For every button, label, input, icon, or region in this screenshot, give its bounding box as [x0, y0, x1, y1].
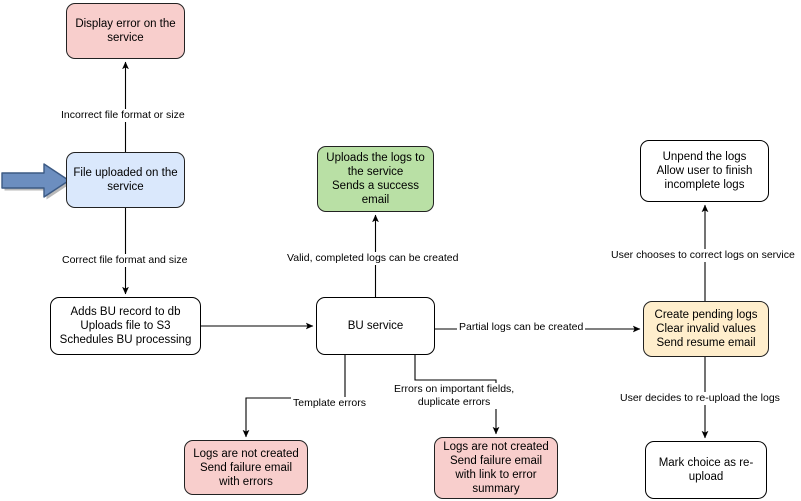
edge-label-incorrect-format: Incorrect file format or size	[59, 109, 187, 122]
edge-label-user-corrects: User chooses to correct logs on service	[609, 249, 797, 262]
edge-label-errors-important-fields: Errors on important fields, duplicate er…	[392, 383, 517, 409]
node-display-error[interactable]: Display error on the service	[66, 3, 185, 59]
edge-label-valid-logs: Valid, completed logs can be created	[285, 252, 461, 265]
node-mark-reupload[interactable]: Mark choice as re- upload	[645, 441, 767, 499]
node-logs-not-created-template[interactable]: Logs are not created Send failure email …	[184, 440, 308, 495]
node-logs-not-created-errors[interactable]: Logs are not created Send failure email …	[434, 437, 558, 499]
edge-label-user-reupload: User decides to re-upload the logs	[618, 392, 782, 405]
node-unpend-logs[interactable]: Unpend the logs Allow user to finish inc…	[640, 140, 769, 202]
edge-label-partial-logs: Partial logs can be created	[457, 321, 586, 334]
node-create-pending-logs[interactable]: Create pending logs Clear invalid values…	[643, 301, 769, 357]
edge-label-correct-format: Correct file format and size	[60, 254, 190, 267]
node-file-uploaded[interactable]: File uploaded on the service	[66, 152, 185, 208]
node-uploads-logs[interactable]: Uploads the logs to the service Sends a …	[317, 146, 434, 212]
edge-buservice-to-templateerrors	[242, 355, 346, 438]
node-bu-service[interactable]: BU service	[316, 297, 435, 355]
input-flow-arrow	[1, 163, 72, 200]
edge-label-template-errors: Template errors	[291, 397, 368, 410]
node-adds-bu-record[interactable]: Adds BU record to db Uploads file to S3 …	[50, 297, 201, 355]
